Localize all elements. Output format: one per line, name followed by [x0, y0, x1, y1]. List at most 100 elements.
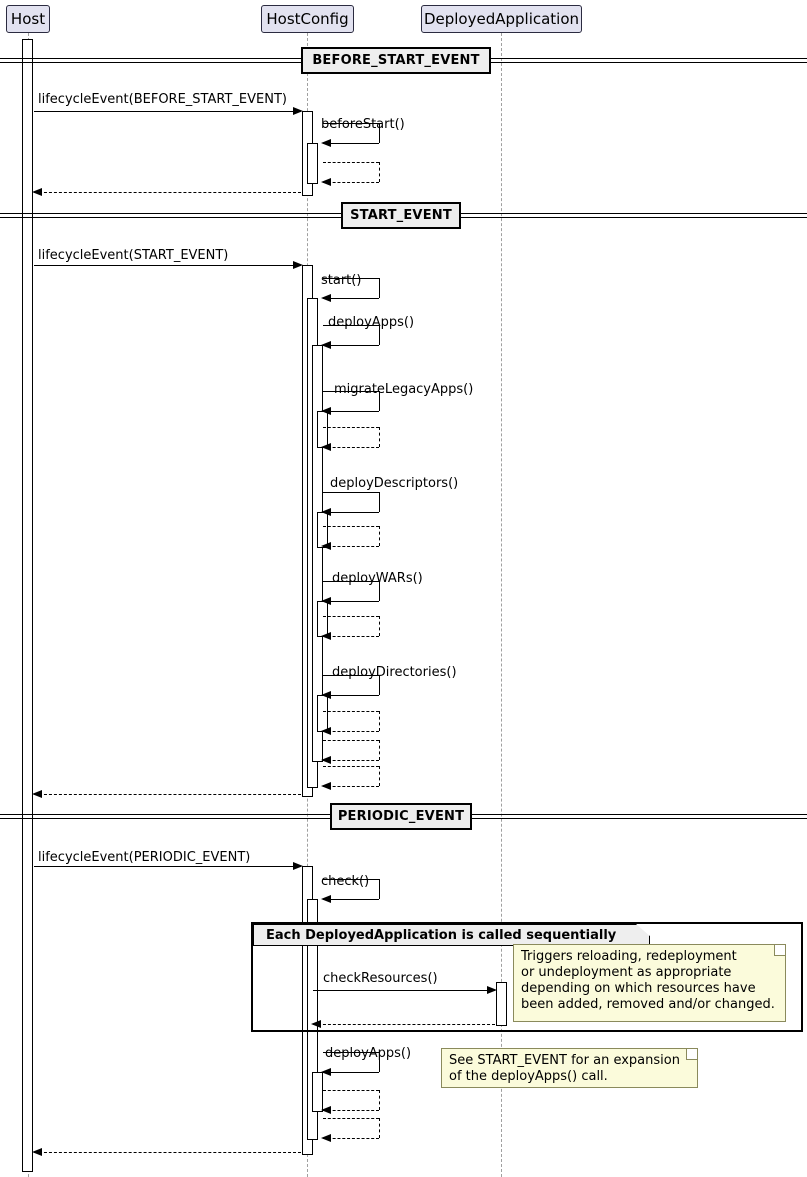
message-line-side-m9 [379, 427, 380, 447]
lifeline-ll-da [501, 33, 502, 1177]
activation-bar-a-hc-2b [312, 345, 323, 762]
message-label-m8: migrateLegacyApps() [334, 382, 474, 397]
message-line-bottom-m13 [323, 636, 379, 637]
message-line-top-m17 [323, 766, 379, 767]
message-line-top-m20 [323, 879, 379, 880]
message-label-m2: beforeStart() [321, 117, 405, 132]
arrow-head-m23 [321, 1067, 331, 1076]
group-fragment-label-each-deployed-app: Each DeployedApplication is called seque… [253, 924, 650, 946]
message-line-bottom-m2 [323, 143, 379, 144]
message-line-top-m8 [323, 391, 379, 392]
message-line-top-m11 [323, 526, 379, 527]
arrow-head-m2 [321, 138, 331, 147]
message-line-bottom-m3 [323, 182, 379, 183]
message-line-side-m6 [379, 278, 380, 298]
arrow-head-m9 [321, 442, 331, 451]
activation-bar-a-hc-1n [307, 143, 318, 184]
arrow-head-m10 [321, 507, 331, 516]
message-line-m22 [313, 1024, 495, 1025]
message-line-bottom-m11 [323, 546, 379, 547]
message-line-bottom-m9 [323, 447, 379, 448]
message-label-m21: checkResources() [323, 971, 438, 986]
message-line-side-m14 [379, 675, 380, 695]
group-fragment-each-deployed-app [251, 922, 803, 1032]
message-line-top-m6 [323, 278, 379, 279]
message-line-side-m10 [379, 492, 380, 512]
message-line-top-m7 [323, 325, 379, 326]
message-line-side-m20 [379, 879, 380, 899]
message-line-bottom-m14 [323, 695, 379, 696]
arrow-head-m18 [32, 789, 42, 798]
participant-host: Host [6, 5, 50, 33]
arrow-head-m6 [321, 293, 331, 302]
arrow-head-m17 [321, 781, 331, 790]
message-line-side-m15 [379, 711, 380, 731]
message-line-bottom-m7 [323, 345, 379, 346]
arrow-head-m4 [32, 187, 42, 196]
message-line-side-m17 [379, 766, 380, 786]
arrow-head-m20 [321, 894, 331, 903]
message-line-top-m12 [323, 581, 379, 582]
arrow-head-m25 [321, 1133, 331, 1142]
message-line-bottom-m25 [323, 1138, 379, 1139]
message-line-side-m23 [379, 1052, 380, 1072]
arrow-head-m24 [321, 1105, 331, 1114]
message-label-m14: deployDirectories() [332, 665, 457, 680]
message-line-bottom-m20 [323, 899, 379, 900]
divider-start: START_EVENT [341, 202, 461, 229]
arrow-head-m5 [293, 260, 303, 269]
message-label-m7: deployApps() [328, 315, 415, 330]
message-label-m10: deployDescriptors() [330, 476, 459, 491]
message-line-side-m24 [379, 1090, 380, 1110]
arrow-head-m3 [321, 177, 331, 186]
message-line-bottom-m12 [323, 601, 379, 602]
arrow-head-m22 [311, 1019, 321, 1028]
message-label-m20: check() [321, 874, 370, 889]
message-line-side-m3 [379, 162, 380, 182]
note-note-check-resources: Triggers reloading, redeployment or unde… [513, 944, 786, 1022]
participant-hostconfig: HostConfig [261, 5, 354, 33]
message-label-m5: lifecycleEvent(START_EVENT) [38, 248, 229, 263]
divider-periodic: PERIODIC_EVENT [330, 803, 472, 830]
arrow-head-m26 [32, 1147, 42, 1156]
message-line-bottom-m23 [323, 1072, 379, 1073]
arrow-head-m11 [321, 541, 331, 550]
message-line-top-m13 [323, 616, 379, 617]
message-line-top-m25 [323, 1118, 379, 1119]
activation-bar-a-host [22, 39, 33, 1172]
arrow-head-m1 [293, 106, 303, 115]
message-line-bottom-m8 [323, 411, 379, 412]
message-line-side-m25 [379, 1118, 380, 1138]
message-line-bottom-m15 [323, 731, 379, 732]
message-line-side-m13 [379, 616, 380, 636]
message-line-side-m12 [379, 581, 380, 601]
message-line-m21 [313, 990, 495, 991]
arrow-head-m19 [293, 861, 303, 870]
message-label-m19: lifecycleEvent(PERIODIC_EVENT) [38, 850, 251, 865]
message-line-top-m16 [323, 740, 379, 741]
message-line-top-m9 [323, 427, 379, 428]
message-line-side-m7 [379, 325, 380, 345]
message-line-bottom-m24 [323, 1110, 379, 1111]
message-label-m12: deployWARs() [332, 571, 423, 586]
message-label-m6: start() [321, 273, 362, 288]
message-line-bottom-m16 [323, 760, 379, 761]
message-line-m1 [34, 111, 301, 112]
note-fold-corner-note-deploy-apps [686, 1049, 697, 1060]
arrow-head-m15 [321, 726, 331, 735]
message-line-bottom-m10 [323, 512, 379, 513]
note-fold-corner-note-check-resources [774, 945, 785, 956]
arrow-head-m12 [321, 596, 331, 605]
arrow-head-m8 [321, 406, 331, 415]
message-label-m1: lifecycleEvent(BEFORE_START_EVENT) [38, 92, 287, 107]
activation-bar-a-da-1 [496, 982, 507, 1026]
message-line-m4 [34, 192, 301, 193]
activation-bar-a-hc-3b [312, 1072, 323, 1112]
message-line-side-m11 [379, 526, 380, 546]
message-line-top-m15 [323, 711, 379, 712]
arrow-head-m21 [487, 985, 497, 994]
divider-before-start: BEFORE_START_EVENT [301, 47, 491, 74]
message-line-top-m23 [323, 1052, 379, 1053]
message-line-m26 [34, 1152, 301, 1153]
